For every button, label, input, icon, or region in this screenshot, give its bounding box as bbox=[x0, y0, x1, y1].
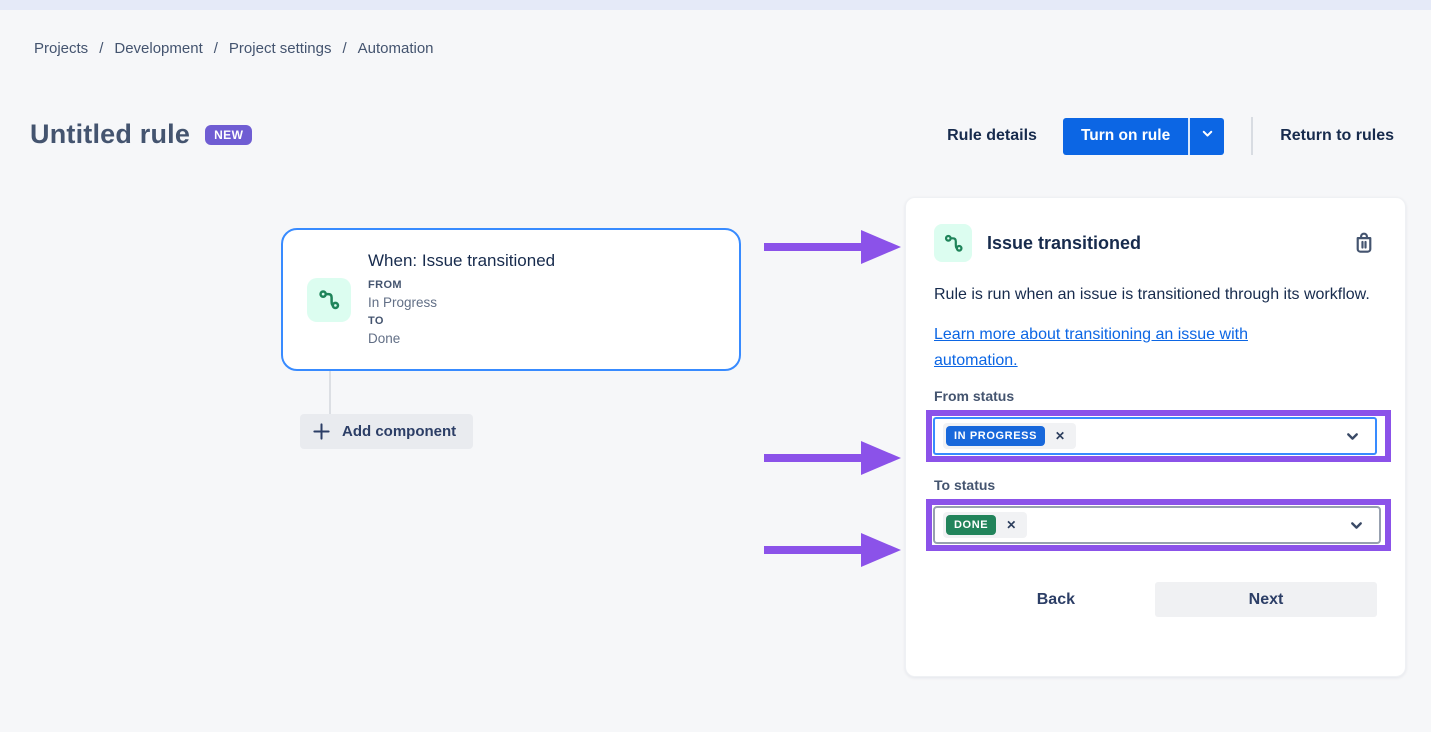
trigger-card[interactable]: When: Issue transitioned FROM In Progres… bbox=[281, 228, 741, 371]
from-status-label: From status bbox=[934, 388, 1015, 404]
next-button[interactable]: Next bbox=[1155, 582, 1377, 617]
to-status-label: To status bbox=[934, 477, 996, 493]
annotation-arrow-trigger bbox=[764, 227, 901, 267]
annotation-arrow-from-status bbox=[764, 438, 901, 478]
panel-header: Issue transitioned bbox=[934, 224, 1377, 262]
trigger-config-panel: Issue transitioned Rule is run when an i… bbox=[905, 197, 1406, 677]
annotation-arrow-to-status bbox=[764, 530, 901, 570]
turn-on-rule-split-button: Turn on rule bbox=[1062, 117, 1225, 155]
top-strip bbox=[0, 0, 1431, 10]
breadcrumb-project-settings[interactable]: Project settings bbox=[228, 40, 332, 57]
chevron-down-icon[interactable] bbox=[1344, 428, 1361, 445]
trigger-card-title: When: Issue transitioned bbox=[368, 251, 556, 270]
trigger-card-to-label: TO bbox=[368, 315, 384, 327]
from-status-tag: IN PROGRESS ✕ bbox=[943, 423, 1077, 449]
header-actions: Rule details Turn on rule Return to rule… bbox=[947, 117, 1394, 155]
turn-on-rule-dropdown-button[interactable] bbox=[1188, 117, 1225, 155]
add-component-button[interactable]: Add component bbox=[300, 414, 474, 449]
to-status-select[interactable]: DONE ✕ bbox=[933, 506, 1381, 544]
remove-tag-icon[interactable]: ✕ bbox=[1006, 518, 1017, 532]
in-progress-lozenge: IN PROGRESS bbox=[946, 426, 1046, 446]
back-button[interactable]: Back bbox=[1025, 584, 1087, 616]
return-to-rules-button[interactable]: Return to rules bbox=[1280, 127, 1394, 144]
rule-details-button[interactable]: Rule details bbox=[947, 127, 1037, 144]
page-title-row: Untitled rule NEW bbox=[30, 119, 253, 150]
breadcrumb: Projects / Development / Project setting… bbox=[34, 40, 434, 57]
breadcrumb-separator: / bbox=[99, 40, 104, 57]
trash-icon bbox=[1351, 230, 1377, 256]
header-divider bbox=[1251, 117, 1254, 155]
chevron-down-icon[interactable] bbox=[1348, 517, 1365, 534]
turn-on-rule-button[interactable]: Turn on rule bbox=[1062, 117, 1189, 155]
remove-tag-icon[interactable]: ✕ bbox=[1055, 429, 1066, 443]
panel-title: Issue transitioned bbox=[987, 232, 1142, 253]
issue-transitioned-icon bbox=[934, 224, 972, 262]
breadcrumb-projects[interactable]: Projects bbox=[34, 40, 89, 57]
new-badge: NEW bbox=[205, 124, 253, 145]
issue-transitioned-icon bbox=[307, 277, 351, 322]
trigger-card-text: When: Issue transitioned FROM In Progres… bbox=[368, 251, 555, 348]
breadcrumb-automation[interactable]: Automation bbox=[357, 40, 434, 57]
from-status-select[interactable]: IN PROGRESS ✕ bbox=[933, 417, 1377, 455]
add-component-label: Add component bbox=[342, 423, 457, 440]
from-status-highlight-box: IN PROGRESS ✕ bbox=[926, 410, 1391, 462]
card-connector-line bbox=[329, 371, 331, 414]
trigger-card-to-value: Done bbox=[368, 331, 401, 346]
done-lozenge: DONE bbox=[946, 515, 997, 535]
learn-more-link[interactable]: Learn more about transitioning an issue … bbox=[934, 326, 1248, 369]
panel-footer-buttons: Back Next bbox=[934, 582, 1377, 617]
trigger-card-from-label: FROM bbox=[368, 279, 402, 291]
breadcrumb-separator: / bbox=[342, 40, 347, 57]
chevron-down-icon bbox=[1200, 126, 1215, 146]
to-status-tag: DONE ✕ bbox=[943, 512, 1028, 538]
panel-description: Rule is run when an issue is transitione… bbox=[934, 286, 1370, 303]
plus-icon bbox=[312, 422, 331, 441]
trigger-card-from-value: In Progress bbox=[368, 295, 438, 310]
breadcrumb-separator: / bbox=[213, 40, 218, 57]
breadcrumb-development[interactable]: Development bbox=[114, 40, 203, 57]
delete-trigger-button[interactable] bbox=[1351, 230, 1377, 256]
to-status-highlight-box: DONE ✕ bbox=[926, 499, 1391, 551]
page-title: Untitled rule bbox=[30, 119, 191, 149]
